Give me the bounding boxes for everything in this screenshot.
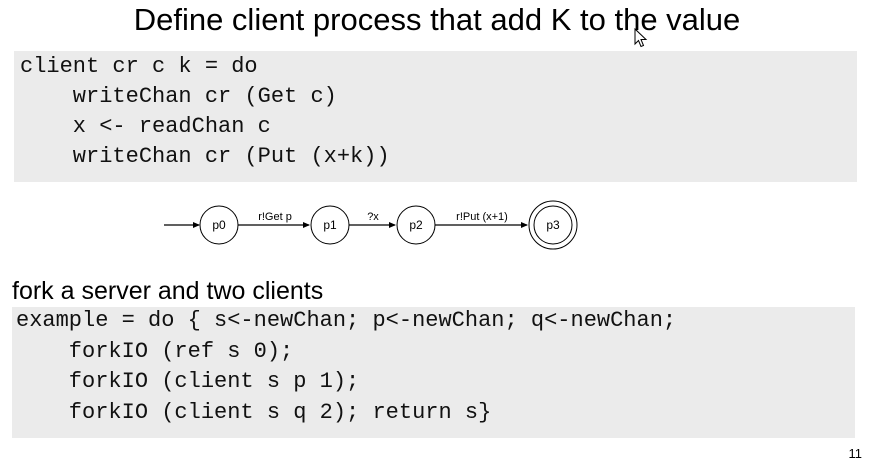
state-p0: p0	[199, 205, 239, 245]
code-line: forkIO (client s q 2); return s}	[16, 400, 492, 425]
code-line: writeChan cr (Put (x+k))	[20, 144, 390, 169]
transition-label: r!Get p	[258, 211, 292, 223]
transition-label: ?x	[367, 211, 379, 223]
code-line: x <- readChan c	[20, 114, 271, 139]
code-line: forkIO (client s p 1);	[16, 369, 360, 394]
code-line: example = do { s<-newChan; p<-newChan; q…	[16, 308, 677, 333]
state-label: p3	[546, 218, 560, 232]
section-heading: fork a server and two clients	[12, 277, 324, 305]
code-line: forkIO (ref s 0);	[16, 339, 294, 364]
state-p3: p3	[528, 200, 578, 250]
slide-title: Define client process that add K to the …	[133, 2, 741, 37]
state-p1: p1	[310, 205, 350, 245]
state-label: p2	[409, 218, 423, 232]
code-block-client: client cr c k = do writeChan cr (Get c) …	[14, 51, 857, 182]
mouse-pointer-icon	[634, 28, 648, 48]
state-diagram: p0 r!Get p p1 ?x p2 r!Put (x+1) p3	[164, 200, 578, 250]
state-label: p1	[323, 218, 337, 232]
state-p2: p2	[396, 205, 436, 245]
code-line: client cr c k = do	[20, 54, 258, 79]
code-line: writeChan cr (Get c)	[20, 84, 337, 109]
state-label: p0	[212, 218, 226, 232]
code-block-example: example = do { s<-newChan; p<-newChan; q…	[12, 307, 855, 438]
page-number: 11	[848, 446, 863, 461]
transition-label: r!Put (x+1)	[456, 211, 508, 223]
